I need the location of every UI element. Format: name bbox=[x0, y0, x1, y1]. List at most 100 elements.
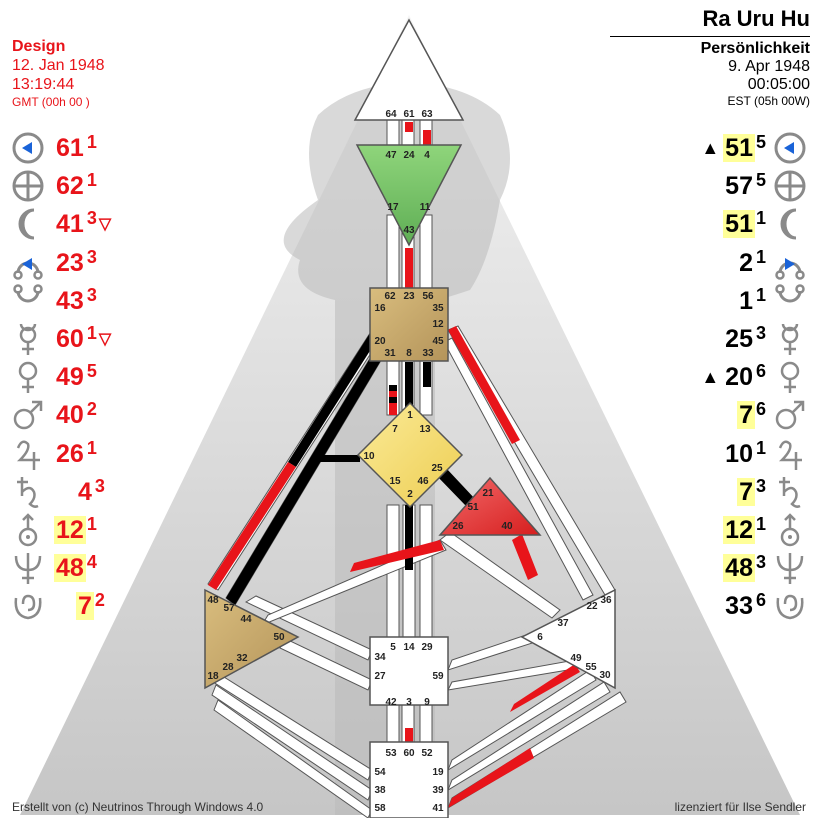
gate-label: 21 bbox=[482, 488, 494, 499]
gate-label: 28 bbox=[222, 662, 234, 673]
gate-label: 3 bbox=[406, 697, 412, 708]
line-number: 6 bbox=[755, 590, 766, 611]
throat-center bbox=[369, 287, 449, 362]
moon-icon bbox=[10, 206, 46, 242]
line-number: 3 bbox=[86, 208, 97, 229]
gate-label: 43 bbox=[403, 225, 415, 236]
north-node-icon bbox=[772, 245, 808, 281]
earth-icon bbox=[10, 168, 46, 204]
gate-label: 36 bbox=[600, 595, 612, 606]
design-time: 13:19:44 bbox=[12, 76, 75, 93]
gate-label: 50 bbox=[273, 632, 285, 643]
line-number: 4 bbox=[86, 552, 97, 573]
mercury-icon bbox=[10, 321, 46, 357]
line-number: 6 bbox=[755, 361, 766, 382]
line-number: 1 bbox=[86, 514, 97, 534]
gate-number: 23 bbox=[56, 248, 84, 277]
gate-label: 55 bbox=[585, 662, 597, 673]
gate-label: 52 bbox=[421, 748, 433, 759]
gate-number: 49 bbox=[56, 363, 84, 392]
design-timezone: GMT (00h 00 ) bbox=[12, 95, 90, 109]
gate-label: 58 bbox=[374, 803, 386, 814]
gate-label: 6 bbox=[537, 632, 543, 643]
gate-label: 33 bbox=[422, 348, 434, 359]
gate-label: 38 bbox=[374, 785, 386, 796]
gate-label: 61 bbox=[403, 109, 415, 120]
gate-number: 25 bbox=[725, 325, 753, 353]
gate-number: 41 bbox=[56, 210, 84, 239]
line-number: 1 bbox=[755, 437, 766, 458]
gate-number: 51 bbox=[723, 134, 755, 162]
gate-label: 18 bbox=[207, 671, 219, 682]
south-node-icon bbox=[10, 283, 46, 319]
gate-label: 39 bbox=[432, 785, 444, 796]
gate-label: 27 bbox=[374, 671, 386, 682]
person-name: Ra Uru Hu bbox=[702, 6, 810, 31]
gate-label: 26 bbox=[452, 521, 464, 532]
mars-icon bbox=[10, 397, 46, 433]
gate-label: 31 bbox=[384, 348, 396, 359]
line-number: 6 bbox=[755, 399, 766, 420]
sun-icon bbox=[772, 130, 808, 166]
design-date: 12. Jan 1948 bbox=[12, 57, 105, 74]
gate-label: 10 bbox=[363, 451, 375, 462]
gate-number: 10 bbox=[725, 439, 753, 468]
south-node-icon bbox=[772, 283, 808, 319]
gate-label: 14 bbox=[403, 642, 415, 653]
gate-label: 57 bbox=[223, 603, 235, 614]
gate-label: 15 bbox=[389, 476, 401, 487]
gate-label: 5 bbox=[390, 642, 396, 653]
gate-label: 45 bbox=[432, 336, 444, 347]
gate-label: 11 bbox=[420, 202, 431, 213]
gate-label: 2 bbox=[407, 489, 413, 500]
head-center bbox=[353, 18, 465, 121]
gate-number: 40 bbox=[56, 401, 84, 430]
spleen-center bbox=[204, 588, 300, 690]
gate-label: 25 bbox=[431, 463, 443, 474]
jupiter-icon bbox=[10, 436, 46, 472]
gate-number: 7 bbox=[76, 592, 94, 621]
gate-number: 62 bbox=[56, 172, 84, 201]
gate-label: 30 bbox=[599, 670, 611, 681]
line-number: 1 bbox=[86, 437, 97, 458]
personality-date: 9. Apr 1948 bbox=[728, 58, 810, 75]
line-number: 3 bbox=[94, 475, 105, 496]
line-number: 1 bbox=[86, 132, 97, 152]
gate-label: 42 bbox=[385, 697, 397, 708]
gate-label: 20 bbox=[374, 336, 386, 347]
exaltation-mark: ▲ bbox=[701, 366, 720, 387]
line-number: 2 bbox=[94, 590, 105, 611]
gate-number: 4 bbox=[78, 477, 92, 506]
gate-label: 13 bbox=[419, 424, 431, 435]
gate-label: 60 bbox=[403, 748, 415, 759]
gate-label: 63 bbox=[421, 109, 433, 120]
gate-number: 7 bbox=[737, 401, 755, 430]
moon-icon bbox=[772, 206, 808, 242]
neptune-icon bbox=[10, 550, 46, 586]
gate-number: 26 bbox=[56, 439, 84, 468]
gate-label: 23 bbox=[403, 291, 415, 302]
gate-label: 17 bbox=[387, 202, 399, 213]
